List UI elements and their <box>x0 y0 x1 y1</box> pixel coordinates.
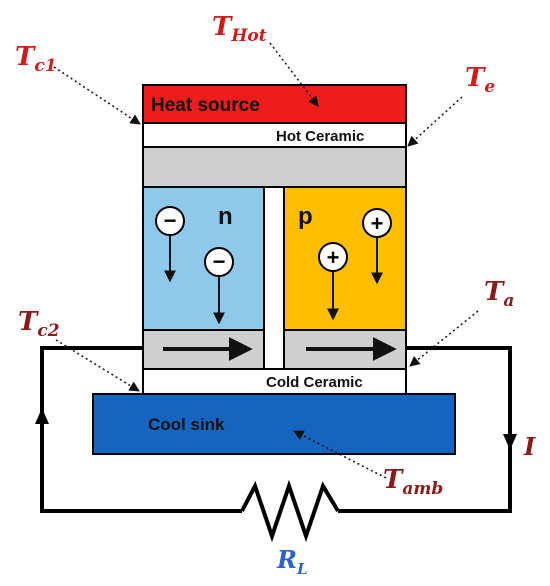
heat-source-label: Heat source <box>151 95 260 116</box>
current-arrow-down <box>503 434 517 450</box>
label-t-c1: Tc1 <box>15 42 57 76</box>
cool-sink-block <box>92 393 456 455</box>
cool-sink-label: Cool sink <box>148 415 225 434</box>
electron-sign-1: − <box>164 208 177 233</box>
current-arrow-up <box>35 408 49 424</box>
leader-t-hot <box>269 42 319 107</box>
leader-t-c1 <box>53 66 141 125</box>
top-electrode <box>142 146 407 188</box>
electron-sign-2: − <box>213 249 226 274</box>
hot-ceramic-label: Hot Ceramic <box>276 128 364 145</box>
resistor-label: RL <box>276 545 308 578</box>
label-t-hot: THot <box>212 12 267 46</box>
hole-plus-icon-2 <box>318 242 348 272</box>
n-type-leg <box>142 186 265 331</box>
heat-source-block <box>142 84 407 124</box>
leader-t-amb <box>293 430 387 479</box>
cold-ceramic-label: Cold Ceramic <box>266 374 363 391</box>
circuit-wire-right <box>338 346 512 513</box>
hole-sign-2: + <box>327 245 340 270</box>
label-t-e: Te <box>465 63 495 97</box>
leader-t-a <box>409 310 479 367</box>
leader-t-c2 <box>55 339 140 392</box>
load-resistor <box>240 479 340 543</box>
label-t-a: Ta <box>484 277 514 311</box>
p-type-label: p <box>298 203 313 230</box>
n-type-label: n <box>218 203 233 230</box>
hole-sign-1: + <box>371 211 384 236</box>
hot-ceramic-layer <box>142 122 407 148</box>
cold-ceramic-layer <box>142 368 407 395</box>
current-label: I <box>523 432 536 461</box>
electron-minus-icon-1 <box>155 206 185 236</box>
label-t-amb: Tamb <box>383 465 443 499</box>
electron-minus-icon-2 <box>204 247 234 277</box>
leader-t-e <box>407 96 463 147</box>
circuit-wire-left <box>40 346 242 513</box>
hole-plus-icon-1 <box>362 208 392 238</box>
label-t-c2: Tc2 <box>18 307 60 341</box>
